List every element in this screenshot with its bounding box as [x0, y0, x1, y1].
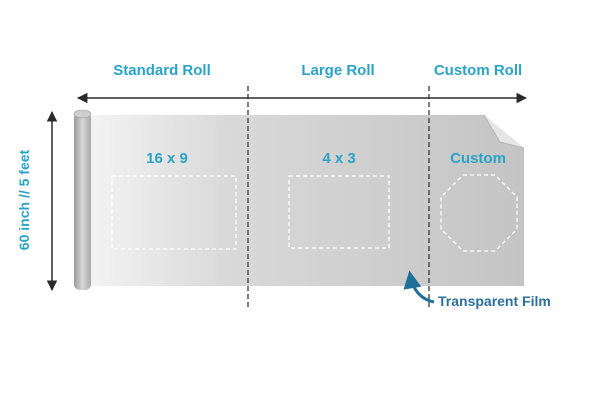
roll-core-top [73, 109, 92, 119]
ratio-16x9-outline [111, 175, 237, 250]
section-title-custom: Custom Roll [434, 62, 522, 79]
custom-octagon-outline [440, 174, 518, 252]
film-corner-shadow [483, 114, 525, 149]
section-title-large: Large Roll [301, 62, 374, 79]
transparent-film-sheet [86, 115, 524, 286]
film-folded-corner [484, 115, 524, 148]
ratio-16x9-label: 16 x 9 [146, 150, 188, 167]
roll-core [74, 112, 91, 290]
ratio-4x3-label: 4 x 3 [322, 150, 355, 167]
height-label: 60 inch // 5 feet [16, 149, 32, 250]
custom-shape-label: Custom [450, 150, 506, 167]
ratio-4x3-outline [288, 175, 390, 249]
section-title-standard: Standard Roll [113, 62, 211, 79]
transparent-film-label: Transparent Film [438, 293, 551, 309]
transparent-film-callout-arrow [403, 270, 435, 304]
